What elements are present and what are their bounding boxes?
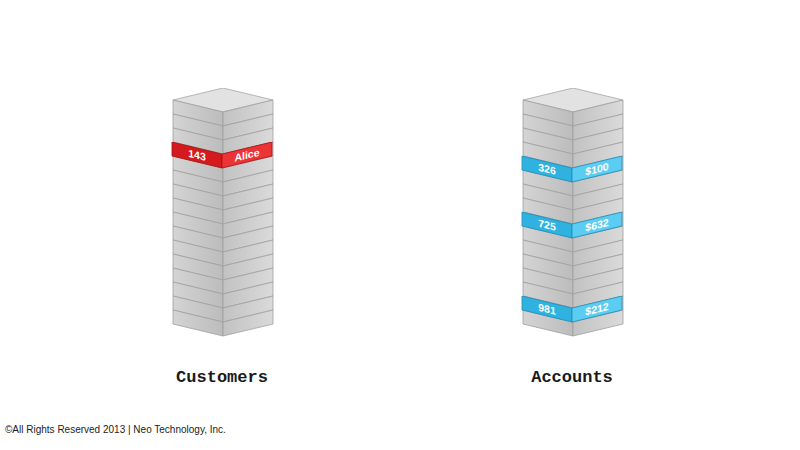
band-right-face <box>222 142 272 168</box>
record-band: 326$100 <box>522 156 622 182</box>
record-value: $632 <box>585 217 608 233</box>
copyright-note: ©All Rights Reserved 2013 | Neo Technolo… <box>5 424 226 435</box>
band-left-face <box>172 142 222 168</box>
record-value: $100 <box>585 161 608 177</box>
record-band: 143Alice <box>172 142 272 168</box>
band-right-face <box>572 156 622 182</box>
stack-label: Accounts <box>492 368 652 388</box>
record-value: $212 <box>585 301 608 317</box>
stack-illustration <box>172 88 274 338</box>
storage-stack: Customers 143Alice <box>142 88 302 388</box>
band-left-face <box>522 212 572 238</box>
slab-right-face <box>223 310 273 336</box>
stack-label: Customers <box>142 368 302 388</box>
band-left-face <box>522 296 572 322</box>
record-band: 725$632 <box>522 212 622 238</box>
band-right-face <box>572 212 622 238</box>
record-band: 981$212 <box>522 296 622 322</box>
band-left-face <box>522 156 572 182</box>
band-right-face <box>572 296 622 322</box>
storage-stack: Accounts 326$100 725$632 981$212 <box>492 88 652 388</box>
slab-left-face <box>173 310 223 336</box>
